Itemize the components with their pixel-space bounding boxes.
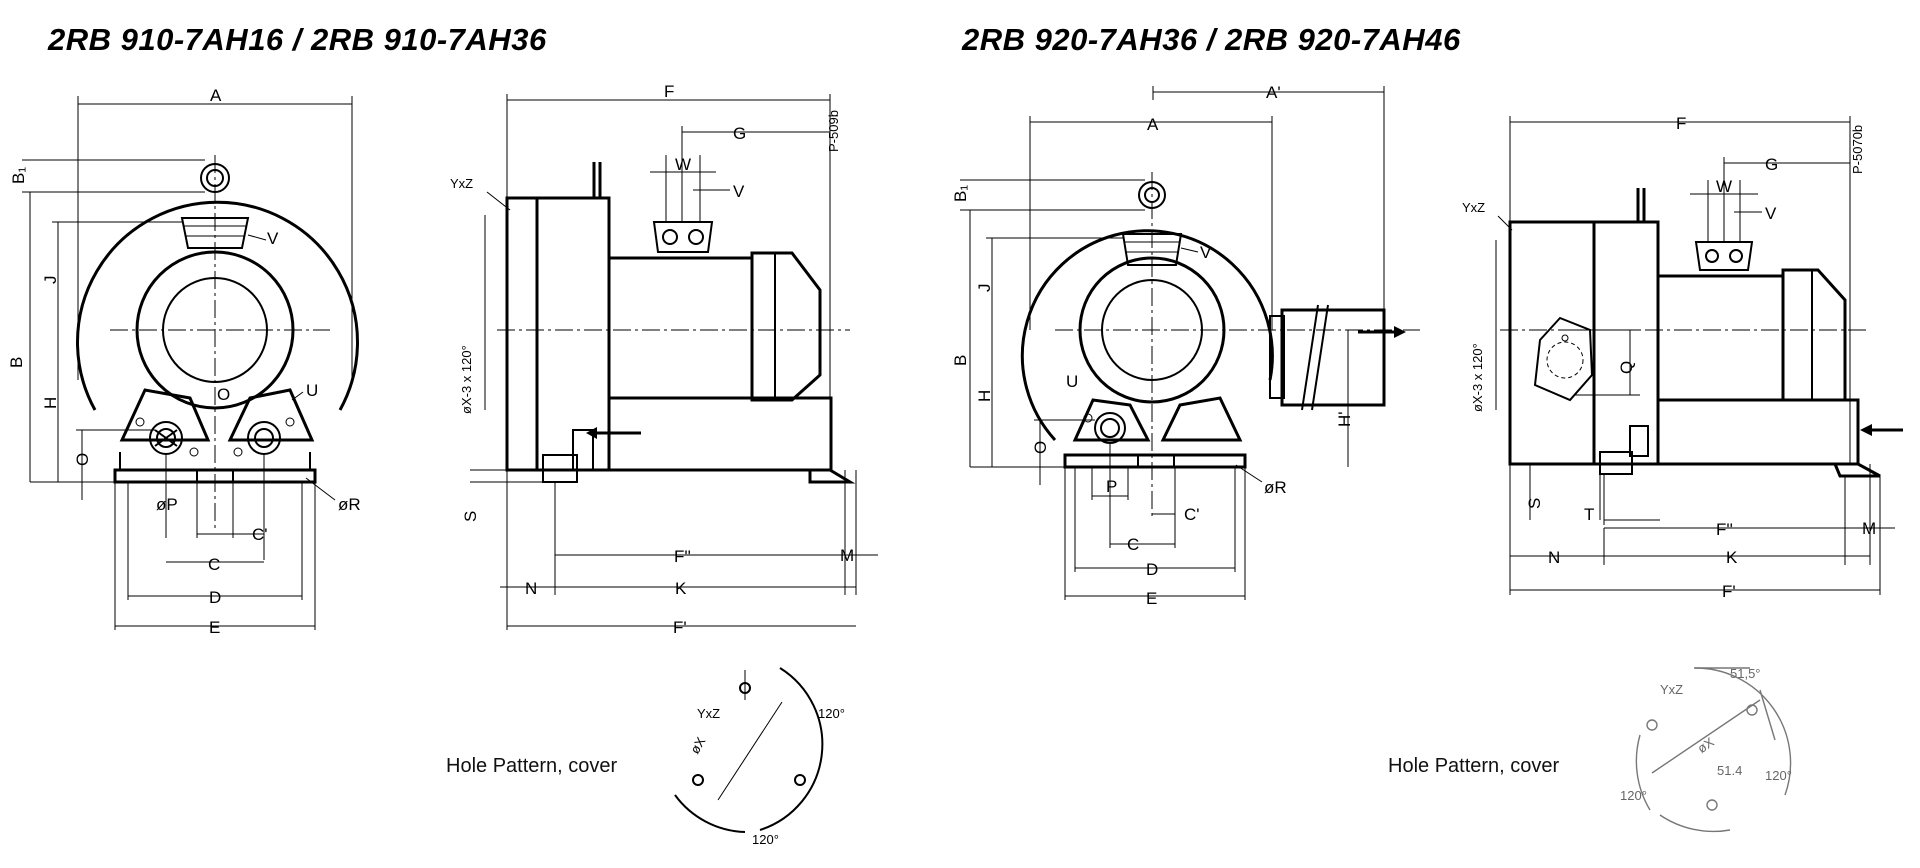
dim-E-right: E <box>1146 589 1157 608</box>
dim-H-right: H <box>975 390 994 402</box>
dim-O2-left: O <box>217 385 230 404</box>
drawing-ref-left: P-509b <box>826 110 841 152</box>
right-side-view: Q F P-5070b G W V YxZ øX-3 x 120° S T F'… <box>1462 114 1903 601</box>
dim-F-left: F <box>664 82 674 101</box>
dim-C-left: C <box>208 555 220 574</box>
hole-pattern-caption-right: Hole Pattern, cover <box>1388 755 1560 777</box>
dim-N-left: N <box>525 579 537 598</box>
hp-angle-2-right: 120° <box>1620 788 1647 803</box>
dim-phiR-left: øR <box>338 495 361 514</box>
dim-A-left: A <box>210 86 222 105</box>
dim-B1-left: B₁ <box>9 167 28 184</box>
dim-V-left: V <box>267 229 279 248</box>
dim-S-left: S <box>461 511 480 522</box>
dim-F-right: F <box>1676 114 1686 133</box>
right-front-view: A' A B₁ B J H O U V H' P C' C <box>951 83 1420 608</box>
title-right: 2RB 920-7AH36 / 2RB 920-7AH46 <box>962 22 1461 57</box>
dim-J-left: J <box>41 276 60 285</box>
dim-F2-left: F'' <box>674 547 691 566</box>
dim-C1-right: C' <box>1184 505 1200 524</box>
dim-J-right: J <box>975 284 994 293</box>
dim-V-side-left: V <box>733 182 745 201</box>
dim-G-right: G <box>1765 155 1778 174</box>
dim-phiX3-right: øX-3 x 120° <box>1470 343 1485 412</box>
dim-D-left: D <box>209 588 221 607</box>
dim-F2-right: F'' <box>1716 520 1733 539</box>
dim-phiX3-left: øX-3 x 120° <box>459 345 474 414</box>
hp-angle-1-left: 120° <box>818 706 845 721</box>
dim-K-right: K <box>1726 548 1738 567</box>
dim-U-left: U <box>306 381 318 400</box>
dim-K-left: K <box>675 579 687 598</box>
dim-P-right: P <box>1106 477 1117 496</box>
hp-YxZ-left: YxZ <box>697 706 720 721</box>
dim-M-left: M <box>840 546 854 565</box>
drawing-ref-right: P-5070b <box>1850 125 1865 174</box>
dim-F1-left: F' <box>673 618 687 637</box>
right-hole-pattern: YxZ øX 51,5° 51.4 120° 120° <box>1620 666 1792 833</box>
hp-angle-1-right: 120° <box>1765 768 1792 783</box>
dim-T-right: T <box>1584 505 1594 524</box>
dim-H-left: H <box>41 397 60 409</box>
dim-F1-right: F' <box>1722 582 1736 601</box>
dim-W-right: W <box>1716 177 1732 196</box>
title-left: 2RB 910-7AH16 / 2RB 910-7AH36 <box>48 22 547 57</box>
dim-U-right: U <box>1066 372 1078 391</box>
dim-YxZ-left: YxZ <box>450 176 473 191</box>
hole-pattern-caption-left: Hole Pattern, cover <box>446 755 618 777</box>
dim-S-right: S <box>1525 498 1544 509</box>
dim-C1-left: C' <box>252 525 268 544</box>
dim-V-side-right: V <box>1765 204 1777 223</box>
dim-YxZ-right: YxZ <box>1462 200 1485 215</box>
dim-E-left: E <box>209 618 220 637</box>
dim-N-right: N <box>1548 548 1560 567</box>
dim-phiP-left: øP <box>156 495 178 514</box>
dim-A1-right: A' <box>1266 83 1281 102</box>
dim-B-left: B <box>7 357 26 368</box>
left-side-view: F P-509b G W V YxZ øX-3 x 120° S F'' M N… <box>450 82 878 637</box>
hp-YxZ-right: YxZ <box>1660 682 1683 697</box>
dim-V-right: V <box>1200 243 1212 262</box>
dim-C-right: C <box>1127 535 1139 554</box>
dim-W-left: W <box>675 155 691 174</box>
hp-angle-2-left: 120° <box>752 832 779 847</box>
dim-O-left: O <box>73 453 92 466</box>
dim-phiR-right: øR <box>1264 478 1287 497</box>
dim-B-right: B <box>951 355 970 366</box>
hp-phiX-right: øX <box>1694 734 1716 756</box>
dim-O-right: O <box>1031 441 1050 454</box>
hp-angle-514-right: 51.4 <box>1717 763 1742 778</box>
dim-H1-right: H' <box>1335 411 1354 427</box>
left-front-view: A B₁ B J H O O U V øP C' C D E <box>7 86 361 637</box>
dim-Q-right: Q <box>1617 361 1636 374</box>
dim-M-right: M <box>1862 519 1876 538</box>
dim-B1-right: B₁ <box>951 185 970 202</box>
hp-phiX-left: øX <box>687 734 708 756</box>
left-hole-pattern: øX YxZ 120° 120° <box>674 667 845 847</box>
dim-G-left: G <box>733 124 746 143</box>
dim-D-right: D <box>1146 560 1158 579</box>
dim-A-right: A <box>1147 115 1159 134</box>
hp-angle-515-right: 51,5° <box>1730 666 1761 681</box>
